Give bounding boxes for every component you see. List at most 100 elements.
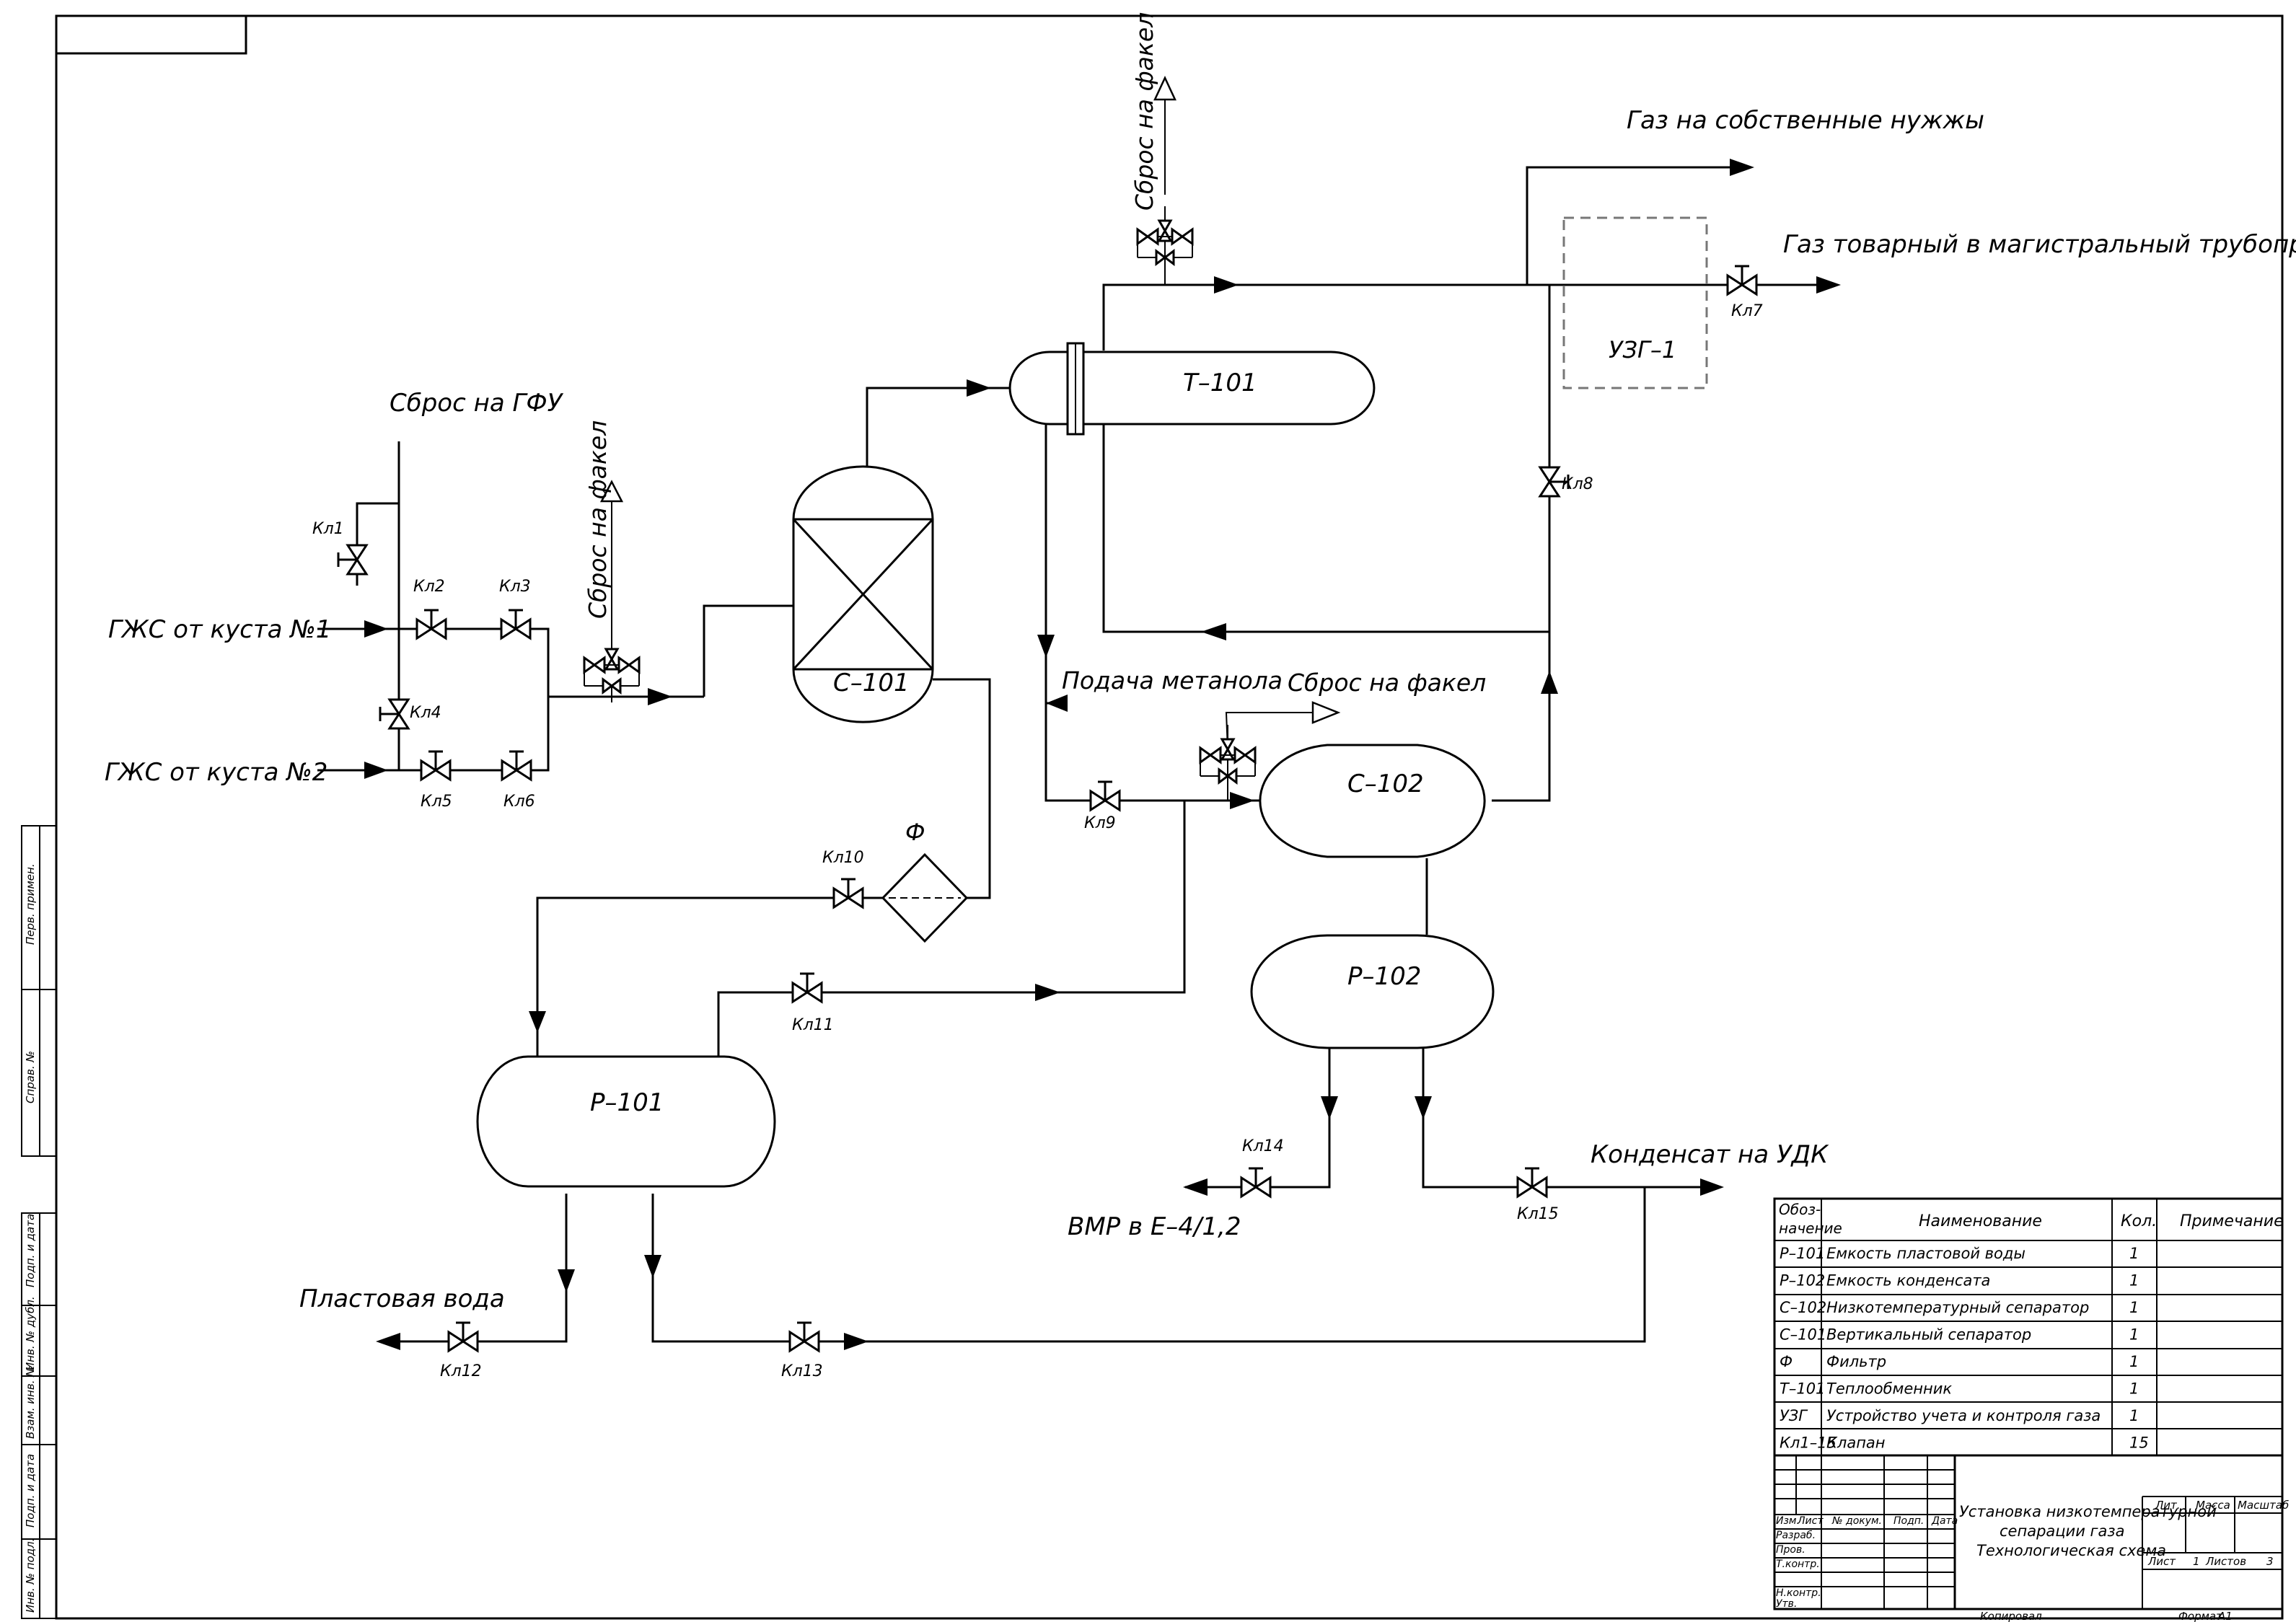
tb-col-sign: Подп. [1893, 1515, 1924, 1527]
label-kl4: Кл4 [410, 704, 441, 722]
valve-kl14 [1240, 1167, 1272, 1198]
arrow-left [376, 1333, 400, 1350]
heat-exchanger-t101 [1008, 351, 1376, 426]
label-gas-own: Газ на собственные нужжы [1627, 106, 1984, 135]
tb-sheets: 3 [2266, 1555, 2274, 1568]
arrow-right [967, 379, 991, 397]
tb-nkontr: Н.контр. [1776, 1587, 1821, 1599]
legend-row-code: Т–101 [1780, 1380, 1825, 1398]
legend-row-qty: 1 [2129, 1353, 2139, 1370]
valve-kl1 [337, 544, 368, 576]
valve-kl12 [447, 1321, 479, 1352]
arrow-left [1183, 1178, 1208, 1196]
legend-row-code: С–102 [1780, 1299, 1826, 1316]
equipment-labels: Т–101 С–101 С–102 Р–102 Р–101 Ф УЗГ–1 [590, 336, 1676, 1117]
valve-kl6 [501, 750, 532, 781]
arrow-right [844, 1333, 868, 1350]
tb-format: А1 [2217, 1610, 2233, 1622]
legend-row-code: Ф [1780, 1353, 1793, 1370]
valve-kl9 [1089, 780, 1121, 811]
valve-kl3 [500, 609, 532, 640]
stamp-podp-data-2: Подп. и дата [24, 1454, 37, 1528]
arrow-down [644, 1255, 661, 1278]
arrow-right [1035, 984, 1060, 1001]
label-vmr: ВМР в Е–4/1,2 [1068, 1212, 1241, 1241]
legend-row-qty: 1 [2129, 1245, 2139, 1262]
legend-row-qty: 15 [2129, 1434, 2149, 1452]
arrow-right [1230, 792, 1254, 809]
valve-kl15 [1516, 1167, 1548, 1198]
label-gzhs1: ГЖС от куста №1 [108, 615, 331, 644]
arrow-down [1415, 1096, 1432, 1119]
arrow-right [648, 688, 672, 705]
safety-valve-left [583, 633, 641, 704]
label-p101: Р–101 [590, 1088, 664, 1117]
legend-row-name: Емкость конденсата [1826, 1272, 1990, 1290]
valve-kl10 [832, 878, 864, 909]
label-kl15: Кл15 [1517, 1205, 1559, 1223]
valve-kl4 [379, 698, 410, 730]
legend-row-code: С–101 [1780, 1326, 1826, 1344]
label-condensate: Конденсат на УДК [1591, 1140, 1829, 1169]
safety-valve-right [1199, 723, 1257, 794]
vessel-p101 [476, 1055, 776, 1188]
label-gfu: Сброс на ГФУ [390, 389, 564, 418]
arrow-down [558, 1269, 575, 1292]
arrow-left [1201, 623, 1226, 640]
arrow-left [1046, 695, 1068, 712]
tb-format-label: Формат [2178, 1610, 2223, 1622]
stamp-perv-primen: Перв. примен. [24, 863, 37, 945]
arrow-down [1321, 1096, 1338, 1119]
metering-uzg1 [1562, 216, 1708, 389]
tb-title-3: Технологическая схема [1976, 1542, 2166, 1559]
stamp-inv-podl: Инв. № подл. [24, 1538, 37, 1613]
arrow-down [529, 1011, 546, 1033]
label-uzg1: УЗГ–1 [1609, 336, 1676, 363]
stamp-inv-dubl: Инв. № дубл. [24, 1296, 37, 1370]
flow-labels: ГЖС от куста №1 ГЖС от куста №2 Сброс на… [105, 12, 2296, 1313]
legend-header-designation-1: Обоз- [1779, 1201, 1821, 1218]
label-gas-market: Газ товарный в магистральный трубопровод [1783, 230, 2296, 259]
tb-title-1: Установка низкотемпературной [1959, 1503, 2217, 1520]
legend-row-name: Клапан [1826, 1434, 1886, 1452]
legend-header-qty: Кол. [2121, 1212, 2157, 1230]
label-flare-top: Сброс на факел [1130, 12, 1158, 211]
tb-sheet: 1 [2193, 1555, 2200, 1568]
label-t101: Т–101 [1183, 369, 1257, 397]
legend-row-name: Фильтр [1826, 1353, 1886, 1370]
label-kl10: Кл10 [822, 849, 864, 867]
label-p102: Р–102 [1347, 962, 1421, 991]
tb-col-date: Дата [1931, 1515, 1958, 1527]
legend-table: Обоз- начение Наименование Кол. Примечан… [1773, 1197, 2284, 1457]
legend-row-name: Вертикальный сепаратор [1826, 1326, 2031, 1344]
tb-prov: Пров. [1776, 1544, 1805, 1556]
label-kl12: Кл12 [440, 1362, 482, 1380]
arrow-up [1541, 671, 1558, 694]
label-kl13: Кл13 [781, 1362, 823, 1380]
valve-kl7 [1726, 265, 1758, 296]
valve-kl11 [791, 972, 823, 1003]
legend-row-qty: 1 [2129, 1272, 2139, 1290]
title-block: Изм. Лист № докум. Подп. Дата Разраб. Пр… [1773, 1454, 2289, 1622]
tb-col-doc: № докум. [1831, 1515, 1882, 1527]
tb-sheets-label: Листов [2205, 1555, 2246, 1568]
label-kl14: Кл14 [1242, 1137, 1284, 1155]
label-kl7: Кл7 [1731, 302, 1763, 320]
label-methanol: Подача метанола [1062, 666, 1283, 695]
legend-row-qty: 1 [2129, 1407, 2139, 1424]
tb-sheet-label: Лист [2147, 1555, 2176, 1568]
legend-row-code: Р–101 [1780, 1245, 1825, 1262]
safety-valve-top [1136, 205, 1194, 276]
separator-c102 [1259, 744, 1486, 858]
label-flare-left: Сброс на факел [584, 420, 612, 619]
arrow-open-up [599, 480, 624, 503]
legend-row-qty: 1 [2129, 1299, 2139, 1316]
label-c102: С–102 [1347, 770, 1424, 798]
stamp-podp-data-1: Подп. и дата [24, 1214, 37, 1287]
valve-kl2 [415, 609, 447, 640]
label-kl5: Кл5 [421, 793, 452, 811]
legend-row-qty: 1 [2129, 1380, 2139, 1398]
legend-row-name: Емкость пластовой воды [1826, 1245, 2026, 1262]
vessel-p102 [1250, 934, 1495, 1049]
